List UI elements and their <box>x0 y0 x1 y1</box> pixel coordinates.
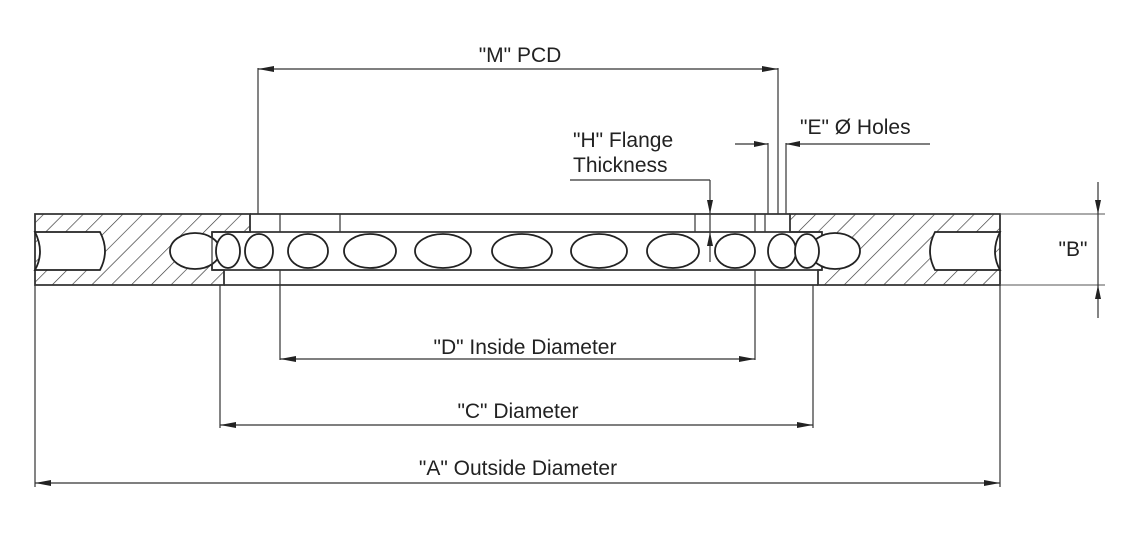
hole <box>343 233 397 269</box>
label-h-flange-line2: Thickness <box>573 154 668 177</box>
bolt-holes-row <box>215 233 820 269</box>
hole <box>646 233 700 269</box>
label-a-outside: "A" Outside Diameter <box>419 457 617 480</box>
hole <box>215 233 241 269</box>
label-m-pcd: "M" PCD <box>479 44 562 67</box>
center-plate <box>211 213 822 286</box>
left-flange-section <box>33 213 251 286</box>
dimension-h-flange-thickness: "H" Flange Thickness <box>570 129 713 262</box>
label-d-inside: "D" Inside Diameter <box>434 336 617 359</box>
dimension-c-diameter: "C" Diameter <box>219 285 814 428</box>
hole <box>794 233 820 269</box>
label-h-flange-line1: "H" Flange <box>573 129 673 152</box>
right-flange-section <box>789 213 1002 286</box>
dimension-a-outside-diameter: "A" Outside Diameter <box>34 285 1001 487</box>
label-b: "B" <box>1059 238 1088 261</box>
hole <box>714 233 756 269</box>
dimension-m-pcd: "M" PCD <box>257 44 779 214</box>
label-e-holes: "E" Ø Holes <box>800 116 911 139</box>
hole <box>287 233 329 269</box>
hole <box>244 233 274 269</box>
hole <box>570 233 628 269</box>
dimension-e-holes: "E" Ø Holes <box>735 116 930 214</box>
hole <box>491 233 553 269</box>
dimension-d-inside-diameter: "D" Inside Diameter <box>279 270 756 362</box>
hole <box>767 233 797 269</box>
label-c-diameter: "C" Diameter <box>457 400 578 423</box>
hole <box>414 233 472 269</box>
dimension-b: "B" <box>1000 182 1105 318</box>
